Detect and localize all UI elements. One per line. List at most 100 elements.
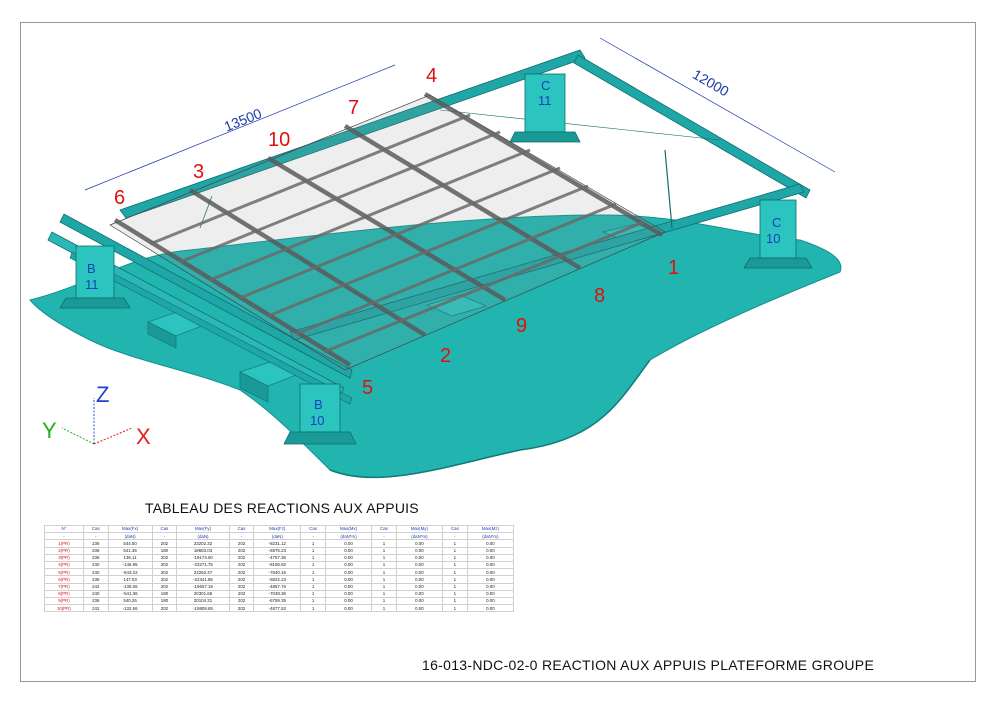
table-cell: 544.50: [107, 539, 153, 548]
table-cell: 0.00: [324, 596, 373, 606]
reactions-table: N° Cas Max(Fx) Cas Max(Fy) Cas Max(Fz) C…: [44, 524, 515, 613]
table-cell: 202: [151, 582, 178, 591]
table-units-row: - - (daN) - (daN) - (daN) - (daN*m) - (d…: [44, 532, 515, 541]
column-label-letter: C: [772, 215, 781, 230]
table-cell: -6975.23: [253, 546, 302, 555]
unit-cell: -: [300, 532, 326, 541]
table-cell: 1: [371, 596, 397, 606]
table-cell: 1: [300, 539, 326, 548]
axis-label-y: Y: [42, 418, 57, 443]
table-cell: -19607.19: [176, 582, 230, 591]
table-cell: 20301.66: [176, 589, 230, 598]
unit-cell: -: [228, 532, 255, 541]
axis-label-x: X: [136, 424, 151, 449]
table-cell: 1: [371, 589, 397, 598]
table-cell: 202: [228, 568, 255, 577]
column-label-number: 11: [85, 277, 99, 292]
table-cell: -23271.75: [176, 560, 230, 570]
header-cell: Cas: [441, 524, 468, 534]
unit-cell: -: [44, 532, 84, 541]
table-cell: 202: [151, 560, 178, 570]
unit-cell: (daN*m): [324, 532, 373, 541]
table-cell: 0.00: [395, 546, 443, 555]
table-cell: 540.26: [107, 596, 153, 606]
table-cell: 1: [441, 546, 468, 555]
support-node-cell: 6(PR): [44, 575, 84, 584]
support-node-cell: 4(PR): [44, 560, 84, 570]
table-cell: 0.00: [466, 553, 515, 562]
table-cell: 0.00: [466, 604, 515, 613]
column-label-number: 10: [766, 231, 780, 246]
table-cell: 240: [82, 560, 109, 570]
table-cell: -4857.76: [253, 582, 302, 591]
table-cell: 22262.47: [176, 568, 230, 577]
column-label-number: 11: [538, 93, 552, 108]
table-cell: 1: [371, 575, 397, 584]
dimension-lines: [84, 37, 836, 191]
concrete-columns: [59, 73, 813, 445]
table-cell: 1: [300, 575, 326, 584]
table-cell: 242: [82, 582, 109, 591]
table-title: TABLEAU DES REACTIONS AUX APPUIS: [145, 500, 419, 516]
column-label-letter: C: [541, 78, 550, 93]
drawing-title: 16-013-NDC-02-0 REACTION AUX APPUIS PLAT…: [422, 657, 875, 673]
table-cell: -4877.53: [253, 604, 302, 613]
table-cell: 236: [82, 553, 109, 562]
table-cell: 202: [228, 596, 255, 606]
table-cell: 1: [300, 546, 326, 555]
table-cell: 18683.03: [176, 546, 230, 555]
unit-cell: (daN): [107, 532, 153, 541]
table-cell: 20104.31: [176, 596, 230, 606]
table-cell: 240: [82, 589, 109, 598]
table-cell: 0.00: [395, 575, 443, 584]
drawing-frame: [20, 22, 976, 682]
table-cell: 541.35: [107, 546, 153, 555]
table-cell: 0.00: [395, 568, 443, 577]
dimension-depth: 12000: [690, 66, 732, 99]
table-cell: 1: [371, 604, 397, 613]
header-cell: Cas: [228, 524, 255, 534]
table-cell: 202: [228, 539, 255, 548]
header-cell: Max(Mx): [324, 524, 373, 534]
support-label: 8: [594, 285, 605, 307]
table-cell: 1: [441, 560, 468, 570]
table-cell: 1: [441, 582, 468, 591]
table-cell: 1: [300, 582, 326, 591]
header-cell: N°: [44, 524, 84, 534]
table-cell: 0.00: [466, 546, 515, 555]
table-cell: 0.00: [395, 604, 443, 613]
table-cell: 202: [228, 553, 255, 562]
table-cell: 1: [371, 553, 397, 562]
table-cell: -541.36: [107, 589, 153, 598]
table-cell: 0.00: [324, 568, 373, 577]
table-cell: 180: [151, 546, 178, 555]
table-cell: 1: [300, 589, 326, 598]
table-cell: 202: [228, 582, 255, 591]
table-cell: 0.00: [395, 539, 443, 548]
header-cell: Cas: [371, 524, 397, 534]
table-cell: 0.00: [395, 553, 443, 562]
table-cell: 1: [371, 539, 397, 548]
table-cell: 0.00: [466, 582, 515, 591]
support-label: 2: [440, 345, 451, 367]
table-cell: 0.00: [395, 589, 443, 598]
table-cell: -7048.36: [253, 589, 302, 598]
table-cell: 240: [82, 568, 109, 577]
steel-platform: [109, 92, 666, 371]
header-cell: Max(Fy): [176, 524, 230, 534]
table-cell: 202: [151, 568, 178, 577]
table-cell: 0.00: [324, 604, 373, 613]
support-label: 7: [348, 97, 359, 119]
table-cell: 1: [441, 539, 468, 548]
table-cell: 1: [300, 553, 326, 562]
table-cell: 0.00: [395, 560, 443, 570]
table-cell: 202: [151, 604, 178, 613]
concrete-slab: [29, 214, 842, 478]
